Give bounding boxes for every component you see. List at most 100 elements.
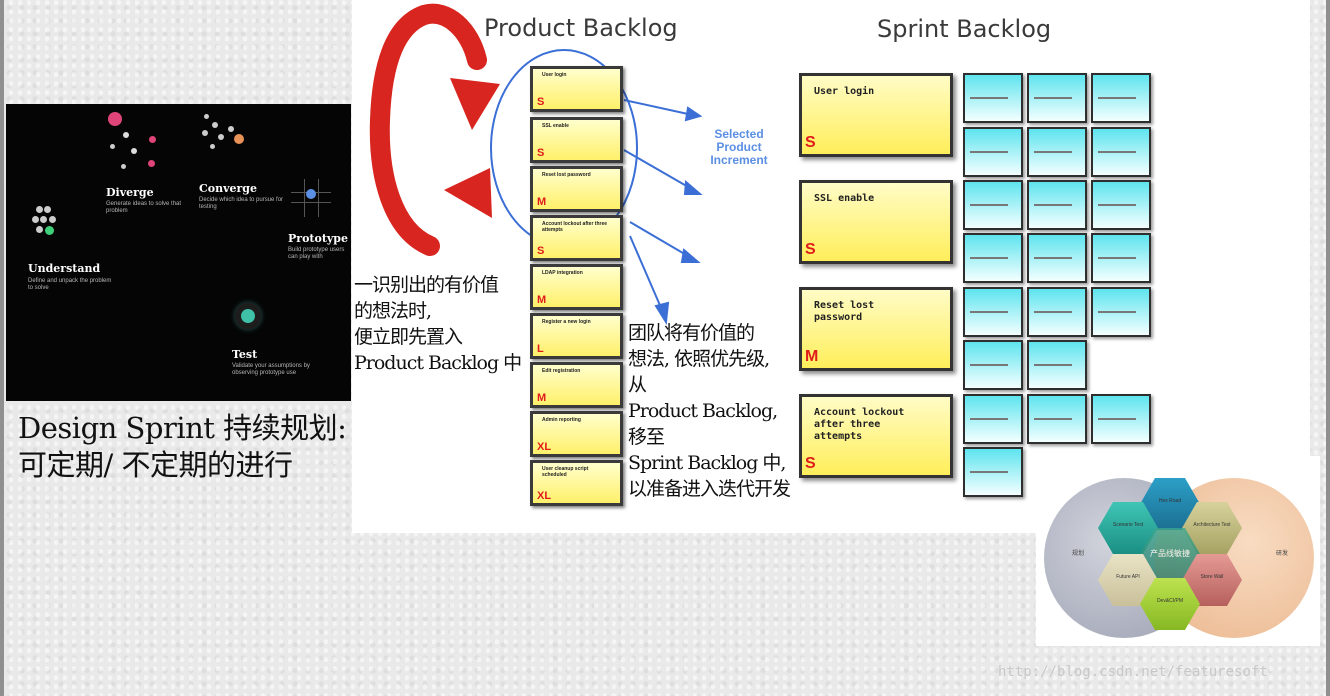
understand-dot bbox=[40, 216, 47, 223]
hex-tile: Dev&CI/PM bbox=[1140, 578, 1200, 630]
backlog-diagram: Product Backlog Sprint Backlog Selected … bbox=[352, 0, 1310, 533]
note-left-line: Product Backlog 中 bbox=[354, 352, 522, 374]
note-right-line: 从 bbox=[628, 374, 647, 396]
diverge-dot bbox=[110, 144, 115, 149]
task-card bbox=[1091, 233, 1151, 283]
stage-label-test: Test bbox=[232, 348, 258, 361]
note-right-line: 团队将有价值的 bbox=[628, 322, 755, 344]
card-estimate: XL bbox=[537, 441, 552, 453]
hex-label: Architecture Test bbox=[1193, 522, 1231, 528]
converge-dot bbox=[204, 114, 209, 119]
understand-dot bbox=[32, 216, 39, 223]
card-estimate: S bbox=[537, 147, 545, 159]
card-estimate: M bbox=[537, 392, 547, 404]
card-title: SSL enable bbox=[542, 123, 569, 129]
task-card bbox=[1091, 287, 1151, 337]
card-title: Admin reporting bbox=[542, 417, 581, 423]
stage-desc-test: Validate your assumptions by observing p… bbox=[232, 363, 310, 376]
diverge-dot bbox=[121, 164, 126, 169]
cycle-arrow-head-icon bbox=[450, 78, 500, 130]
watermark: http://blog.csdn.net/featuresoft bbox=[998, 664, 1268, 680]
hex-label: Store Wall bbox=[1200, 574, 1224, 580]
prototype-grid-line bbox=[304, 179, 305, 217]
card-estimate: S bbox=[537, 96, 545, 108]
slide-right-edge bbox=[1326, 0, 1330, 696]
task-card bbox=[1027, 180, 1087, 230]
card-estimate: S bbox=[537, 245, 545, 257]
understand-dot bbox=[44, 206, 51, 213]
diverge-dot bbox=[148, 160, 155, 167]
stage-label-converge: Converge bbox=[199, 182, 257, 195]
venn-left-label: 规划 bbox=[1072, 551, 1085, 557]
task-card bbox=[963, 394, 1023, 444]
task-card bbox=[1027, 394, 1087, 444]
understand-dot bbox=[49, 216, 56, 223]
note-left-line: 一识别出的有价值 bbox=[354, 274, 499, 296]
card-title: LDAP integration bbox=[542, 270, 583, 276]
cycle-arrow-head-icon-2 bbox=[444, 168, 492, 218]
note-right-line: Sprint Backlog 中, bbox=[628, 452, 786, 474]
task-card bbox=[1091, 127, 1151, 177]
card-title: Register a new login bbox=[542, 319, 591, 325]
story-title: Account lockout after three attempts bbox=[814, 407, 905, 442]
stage-desc-diverge: Generate ideas to solve that problem bbox=[106, 201, 182, 214]
product-backlog-title: Product Backlog bbox=[484, 14, 678, 42]
stage-label-prototype: Prototype bbox=[288, 232, 348, 245]
stage-desc-understand: Define and unpack the problem to solve bbox=[28, 278, 112, 291]
prototype-node-icon bbox=[306, 189, 316, 199]
understand-dot bbox=[36, 226, 43, 233]
task-card bbox=[1027, 340, 1087, 390]
prototype-grid-line bbox=[318, 179, 319, 217]
stage-label-understand: Understand bbox=[28, 262, 101, 275]
story-title: User login bbox=[814, 86, 875, 97]
card-estimate: M bbox=[537, 196, 547, 208]
converge-dot bbox=[212, 122, 218, 128]
task-card bbox=[963, 73, 1023, 123]
diverge-node-icon bbox=[108, 112, 122, 126]
task-card bbox=[963, 180, 1023, 230]
card-title: Account lockout after three attempts bbox=[542, 221, 608, 233]
hex-label: Dev&CI/PM bbox=[1156, 598, 1184, 604]
caption-line-1: Design Sprint 持续规划: bbox=[18, 411, 347, 445]
design-sprint-diagram: Diverge Generate ideas to solve that pro… bbox=[6, 104, 351, 401]
task-card bbox=[1091, 73, 1151, 123]
note-left: 一识别出的有价值 的想法时, 便立即先置入 Product Backlog 中 bbox=[354, 272, 522, 376]
sprint-backlog-title: Sprint Backlog bbox=[877, 15, 1052, 43]
story-estimate: S bbox=[805, 241, 816, 258]
task-card bbox=[1027, 73, 1087, 123]
stage-desc-prototype: Build prototype users can play with bbox=[288, 247, 345, 260]
flow-arrows bbox=[623, 99, 703, 325]
story-estimate: S bbox=[805, 134, 816, 151]
card-title: User cleanup script scheduled bbox=[542, 466, 589, 478]
note-right: 团队将有价值的 想法, 依照优先级, 从 Product Backlog, 移至… bbox=[628, 320, 791, 502]
hex-label: Future API bbox=[1116, 574, 1140, 580]
card-estimate: L bbox=[537, 343, 544, 355]
converge-dot bbox=[228, 126, 234, 132]
story-estimate: M bbox=[805, 348, 819, 365]
converge-node-icon bbox=[234, 134, 244, 144]
understand-dot bbox=[36, 206, 43, 213]
hex-label: Hex Road bbox=[1158, 498, 1182, 504]
task-card bbox=[963, 127, 1023, 177]
converge-dot bbox=[210, 144, 215, 149]
task-card bbox=[963, 287, 1023, 337]
hex-center-label: 产品线敏捷 bbox=[1150, 549, 1190, 558]
note-left-line: 便立即先置入 bbox=[354, 326, 463, 348]
card-estimate: XL bbox=[537, 490, 552, 502]
stage-desc-converge: Decide which idea to pursue for testing bbox=[199, 197, 284, 210]
card-title: User login bbox=[542, 72, 567, 78]
design-sprint-caption: Design Sprint 持续规划: 可定期/ 不定期的进行 bbox=[18, 410, 358, 484]
selected-increment-label: Selected Product Increment bbox=[710, 127, 768, 167]
task-card bbox=[1091, 180, 1151, 230]
story-title: Reset lost password bbox=[814, 300, 875, 323]
venn-right-label: 研发 bbox=[1276, 551, 1289, 557]
